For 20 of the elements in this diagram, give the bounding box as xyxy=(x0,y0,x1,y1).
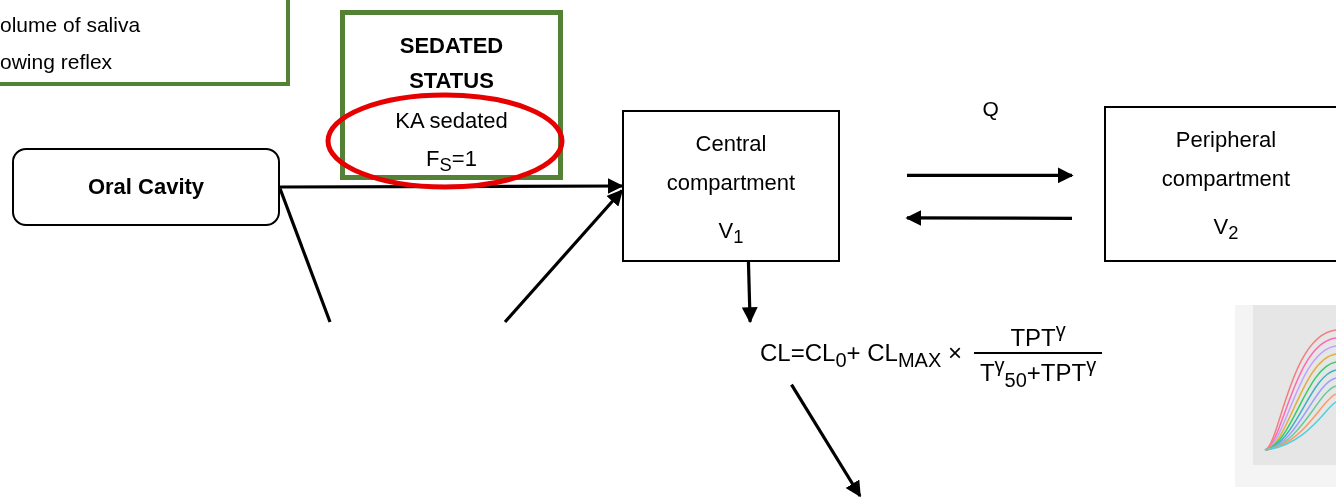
arrow xyxy=(905,209,1072,226)
connector-line xyxy=(278,188,332,323)
compartment-name: Peripheral compartment xyxy=(1160,126,1292,193)
volume-label: V$_{2}$ xyxy=(1212,213,1240,246)
compartment-name: Central compartment xyxy=(665,130,797,197)
arrow xyxy=(790,383,862,498)
rounded-box xyxy=(12,148,280,226)
note-text: olume of saliva owing reflex xyxy=(0,12,142,75)
compartment-box xyxy=(1104,106,1336,262)
compartment-box xyxy=(622,110,840,262)
formula: CL=CL$_{0}$+ CL$_{MAX}$ × TPT$^{γ}$ T$^{γ}$$_{50}$+TPT$^{γ}$ xyxy=(742,318,1103,392)
heading: SEDATED STATUS xyxy=(398,32,505,95)
arrow xyxy=(907,167,1074,184)
arrow xyxy=(503,189,624,324)
parameter-text: KA sedated F$_{S}$=1 xyxy=(394,107,509,178)
status-box xyxy=(340,10,563,180)
box-label: Oral Cavity xyxy=(87,174,205,200)
note-box xyxy=(0,0,290,86)
arrow xyxy=(741,261,758,324)
volume-label: V$_{1}$ xyxy=(717,217,745,250)
